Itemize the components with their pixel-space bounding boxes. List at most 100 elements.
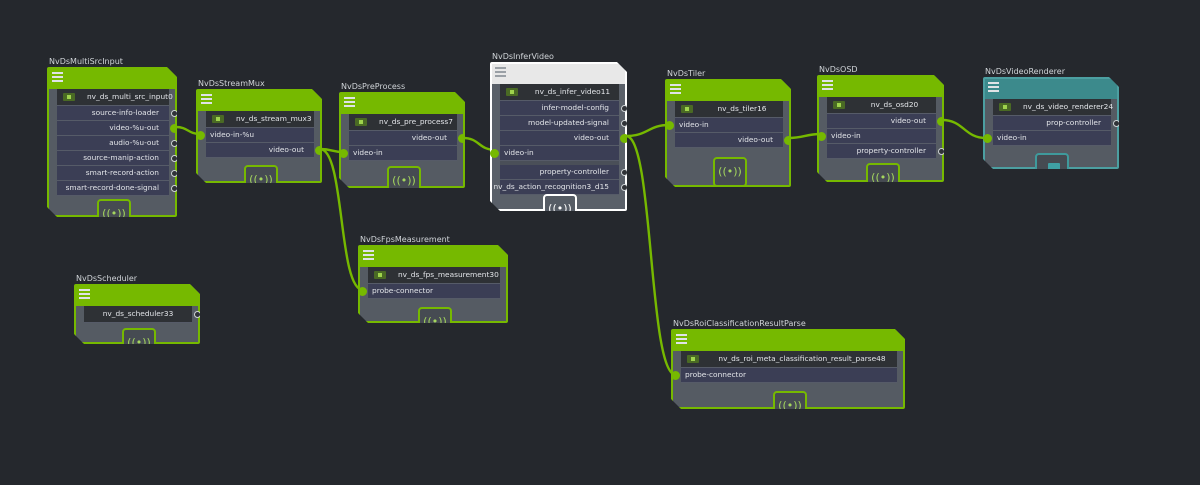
grip-icon[interactable] xyxy=(822,80,833,92)
port-label: source-info-loader xyxy=(91,108,159,117)
output-port-model-updated-signal[interactable] xyxy=(621,120,628,127)
port-label: video-out xyxy=(573,133,609,142)
port-label: video-%u-out xyxy=(109,123,159,132)
node-title-fps: NvDsFpsMeasurement xyxy=(360,235,450,244)
component-icon xyxy=(506,88,518,96)
output-port-smart-record-action[interactable] xyxy=(171,170,178,177)
output-port-source-info-loader[interactable] xyxy=(171,110,178,117)
component-name: nv_ds_scheduler33 xyxy=(84,306,192,323)
node-title-osd: NvDsOSD xyxy=(819,65,858,74)
port-label: audio-%u-out xyxy=(109,138,159,147)
grip-icon[interactable] xyxy=(363,250,374,262)
node-header[interactable] xyxy=(492,64,625,84)
broadcast-icon[interactable]: ((•)) xyxy=(97,199,131,229)
node-osd[interactable]: nv_ds_osd20 video-out video-in property-… xyxy=(817,75,944,182)
node-title-tiler: NvDsTiler xyxy=(667,69,706,78)
output-port-source-manip-action[interactable] xyxy=(171,155,178,162)
broadcast-icon[interactable]: ((•)) xyxy=(418,307,452,337)
output-port-video-out[interactable] xyxy=(170,124,179,133)
broadcast-icon[interactable]: ((•)) xyxy=(866,163,900,193)
input-port-video-in[interactable] xyxy=(339,149,348,158)
port-label: probe-connector xyxy=(685,370,747,379)
output-port-video-out[interactable] xyxy=(620,134,629,143)
output-port-video-out[interactable] xyxy=(784,136,793,145)
node-fps-measurement[interactable]: nv_ds_fps_measurement30 probe-connector … xyxy=(358,245,508,323)
node-header[interactable] xyxy=(76,286,198,306)
grip-icon[interactable] xyxy=(52,72,63,84)
output-port-action-recognition[interactable] xyxy=(621,184,628,191)
component-icon xyxy=(63,93,75,101)
output-port-video-out[interactable] xyxy=(458,134,467,143)
output-port-scheduler[interactable] xyxy=(194,311,201,318)
output-port-infer-model-config[interactable] xyxy=(621,105,628,112)
component-icon xyxy=(681,105,693,113)
node-header[interactable] xyxy=(819,77,942,97)
port-label: video-in xyxy=(504,148,534,157)
port-label: prop-controller xyxy=(1046,118,1101,127)
wire-infer-to-tiler xyxy=(625,123,670,138)
input-port-probe-connector[interactable] xyxy=(358,287,367,296)
node-title-infer: NvDsInferVideo xyxy=(492,52,554,61)
component-name: nv_ds_roi_meta_classification_result_par… xyxy=(681,351,897,368)
node-header[interactable] xyxy=(673,331,903,351)
broadcast-icon[interactable]: ((•)) xyxy=(244,165,278,195)
node-stream-mux[interactable]: nv_ds_stream_mux3 video-in-%u video-out … xyxy=(196,89,322,183)
node-multi-src-input[interactable]: nv_ds_multi_src_input0 source-info-loade… xyxy=(47,67,177,217)
grip-icon[interactable] xyxy=(988,82,999,94)
input-port-probe-connector[interactable] xyxy=(671,371,680,380)
grip-icon[interactable] xyxy=(344,97,355,109)
port-label: nv_ds_action_recognition3_d15 xyxy=(493,182,609,191)
node-roi-classification[interactable]: nv_ds_roi_meta_classification_result_par… xyxy=(671,329,905,409)
node-infer-video[interactable]: nv_ds_infer_video11 infer-model-config m… xyxy=(490,62,627,211)
output-port-video-out[interactable] xyxy=(315,146,324,155)
node-header[interactable] xyxy=(360,247,506,267)
component-icon xyxy=(355,118,367,126)
port-label: probe-connector xyxy=(372,286,434,295)
output-port-video-out[interactable] xyxy=(937,117,946,126)
node-title-renderer: NvDsVideoRenderer xyxy=(985,67,1065,76)
port-label: infer-model-config xyxy=(541,103,609,112)
input-port-video-in[interactable] xyxy=(196,131,205,140)
node-video-renderer[interactable]: nv_ds_video_renderer24 prop-controller v… xyxy=(983,77,1119,169)
node-header[interactable] xyxy=(49,69,175,89)
component-name: nv_ds_video_renderer24 xyxy=(993,99,1111,116)
output-port-property-controller[interactable] xyxy=(938,148,945,155)
grip-icon[interactable] xyxy=(676,334,687,346)
component-name: nv_ds_osd20 xyxy=(827,97,936,114)
input-port-video-in[interactable] xyxy=(490,149,499,158)
node-pre-process[interactable]: nv_ds_pre_process7 video-out video-in ((… xyxy=(339,92,465,188)
broadcast-icon[interactable]: ((•)) xyxy=(387,166,421,196)
grip-icon[interactable] xyxy=(670,84,681,96)
port-label: video-in xyxy=(679,120,709,129)
node-scheduler[interactable]: nv_ds_scheduler33 ((•)) xyxy=(74,284,200,344)
port-label: model-updated-signal xyxy=(528,118,609,127)
grip-icon[interactable] xyxy=(79,289,90,301)
broadcast-icon[interactable]: ((•)) xyxy=(713,157,747,187)
output-port-smart-record-done-signal[interactable] xyxy=(171,185,178,192)
node-header[interactable] xyxy=(341,94,463,114)
node-header[interactable] xyxy=(667,81,789,101)
port-label: video-out xyxy=(268,145,304,154)
output-port-audio-out[interactable] xyxy=(171,140,178,147)
display-icon[interactable] xyxy=(1035,153,1069,183)
node-tiler[interactable]: nv_ds_tiler16 video-in video-out ((•)) xyxy=(665,79,791,187)
grip-icon[interactable] xyxy=(201,94,212,106)
broadcast-icon[interactable]: ((•)) xyxy=(543,194,577,224)
input-port-video-in[interactable] xyxy=(817,132,826,141)
component-name: nv_ds_pre_process7 xyxy=(349,114,457,131)
component-name: nv_ds_multi_src_input0 xyxy=(57,89,169,106)
node-header[interactable] xyxy=(198,91,320,111)
component-name: nv_ds_infer_video11 xyxy=(500,84,619,101)
wire-osd-to-renderer xyxy=(941,118,987,140)
grip-icon[interactable] xyxy=(495,67,506,79)
broadcast-icon[interactable]: ((•)) xyxy=(122,328,156,358)
broadcast-icon[interactable]: ((•)) xyxy=(773,391,807,421)
input-port-video-in[interactable] xyxy=(983,134,992,143)
port-label: video-out xyxy=(890,116,926,125)
input-port-video-in[interactable] xyxy=(665,121,674,130)
node-header[interactable] xyxy=(985,79,1117,99)
output-port-property-controller[interactable] xyxy=(621,169,628,176)
output-port-prop-controller[interactable] xyxy=(1113,120,1120,127)
port-label: video-in-%u xyxy=(210,130,255,139)
node-title-roi: NvDsRoiClassificationResultParse xyxy=(673,319,806,328)
